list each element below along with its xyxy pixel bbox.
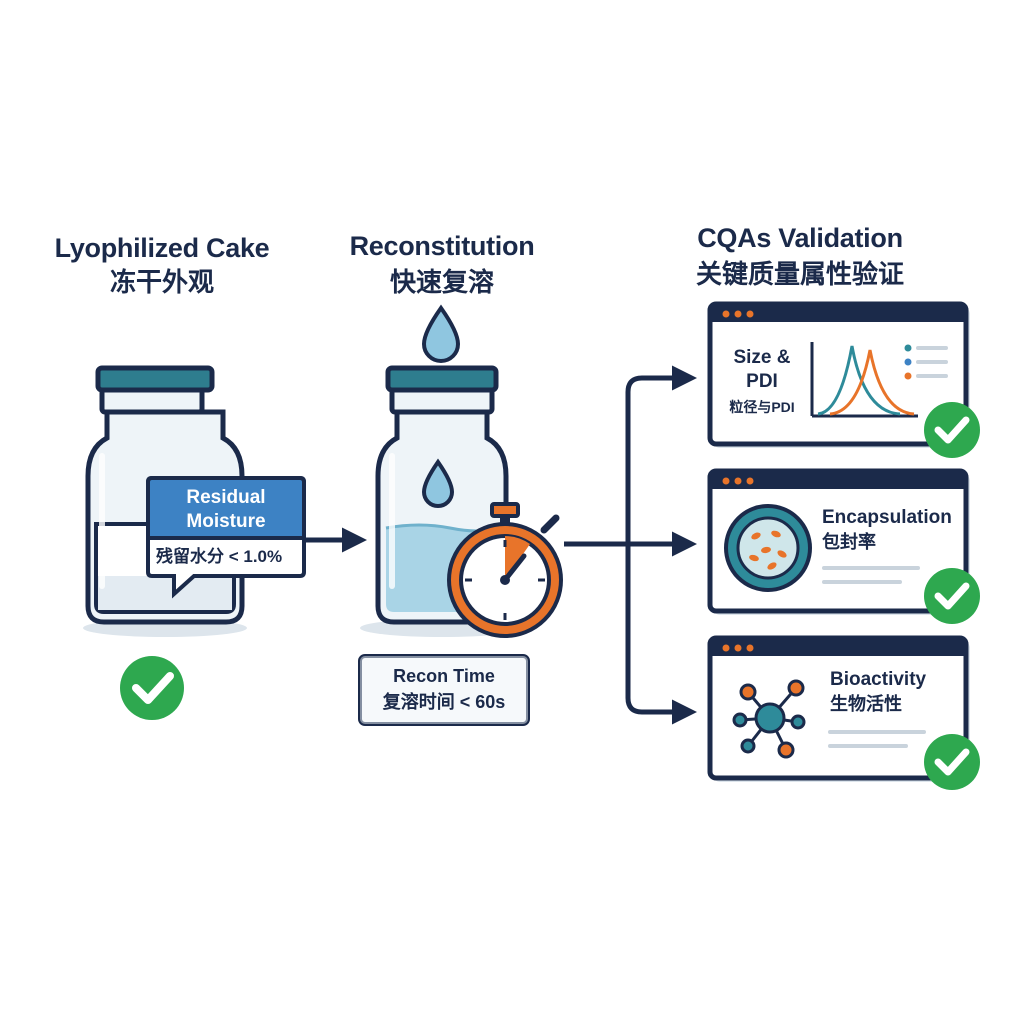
- recon-time-callout: [358, 654, 530, 726]
- residual-moisture-value: 残留水分 < 1.0%: [156, 547, 283, 566]
- bioactivity-title: Bioactivity: [830, 669, 927, 690]
- molecule-network-icon: [732, 679, 806, 759]
- cqas-title: CQAs Validation: [697, 223, 903, 253]
- checkmark-icon: [924, 402, 980, 458]
- bioactivity-subtitle: 生物活性: [830, 694, 902, 714]
- cqas-subtitle: 关键质量属性验证: [695, 259, 904, 289]
- lyophilized-subtitle: 冻干外观: [109, 267, 214, 297]
- size-pdi-title-line1: Size &: [733, 347, 791, 368]
- checkmark-icon: [120, 656, 184, 720]
- reconstitution-subtitle: 快速复溶: [389, 267, 494, 297]
- bioactivity-card: [707, 635, 970, 782]
- encapsulation-particle-icon: [724, 504, 812, 592]
- size-pdi-title-line2: PDI: [746, 371, 778, 392]
- recon-time-label: Recon Time: [393, 666, 495, 686]
- residual-moisture-label-line2: Moisture: [186, 511, 266, 532]
- water-drop-icon: [421, 304, 461, 363]
- encapsulation-subtitle: 包封率: [822, 532, 876, 552]
- reconstitution-title: Reconstitution: [349, 231, 535, 261]
- recon-time-value: 复溶时间 < 60s: [382, 692, 506, 712]
- encapsulation-title: Encapsulation: [822, 507, 952, 528]
- checkmark-icon: [924, 734, 980, 790]
- size-pdi-subtitle: 粒径与PDI: [729, 399, 795, 415]
- checkmark-icon: [924, 568, 980, 624]
- distribution-curve-icon: [810, 342, 948, 418]
- lyophilized-title: Lyophilized Cake: [54, 233, 270, 263]
- stopwatch-icon: [447, 502, 563, 638]
- branch-arrows: [564, 365, 697, 725]
- residual-moisture-label-line1: Residual: [186, 487, 266, 508]
